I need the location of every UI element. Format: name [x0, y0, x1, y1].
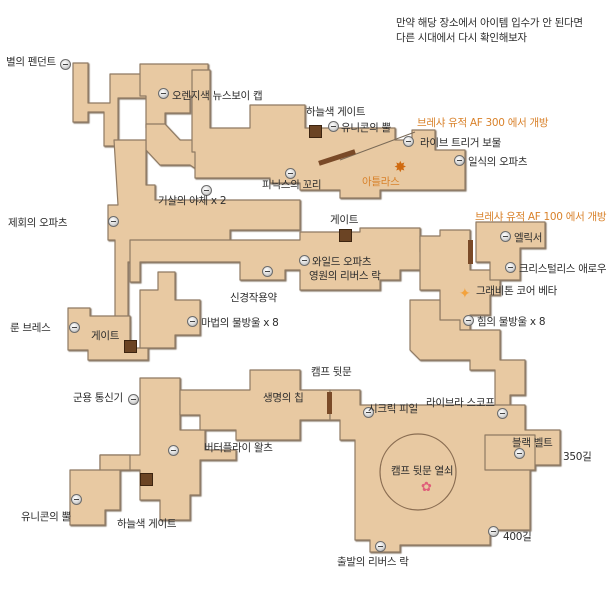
label-yeongwon-ribbon: 영원의 리버스 락 [309, 270, 381, 282]
label-gisal-yache: 기살의 야체 x 2 [158, 195, 227, 207]
label-gate-mid: 게이트 [330, 214, 359, 226]
label-mabeob-bangul: 마법의 물방울 x 8 [201, 317, 279, 329]
barrier-af100 [468, 240, 473, 264]
label-military-comm: 군용 통신기 [73, 392, 123, 404]
label-sky-gate-top: 하늘색 게이트 [306, 106, 366, 118]
label-camp-backdoor: 캠프 뒷문 [311, 366, 352, 378]
label-ellixer: 엘릭서 [514, 232, 543, 244]
chest-ellixer-icon[interactable] [500, 231, 511, 242]
chest-unicorn-bottom-icon[interactable] [71, 494, 82, 505]
label-wild-opal: 와일드 오파츠 [312, 256, 372, 268]
label-rune-bracelet: 룬 브레스 [10, 322, 51, 334]
gate-sky-bottom[interactable] [140, 473, 153, 486]
label-unicorn-top: 유니콘의 뿔 [341, 122, 391, 134]
label-gravitone-beta: 그래비톤 코어 베타 [476, 285, 557, 297]
label-life-chip: 생명의 칩 [263, 392, 304, 404]
label-live-trigger: 라이브 트리거 보물 [420, 137, 501, 149]
label-crystal-aroma: 크리스털리스 애로우 [519, 263, 607, 275]
label-orange-newsboy: 오렌지색 뉴스보이 캡 [172, 90, 263, 102]
label-jehoe-opal: 제회의 오파츠 [8, 217, 68, 229]
chest-wild-opal-icon[interactable] [299, 255, 310, 266]
chest-phoenix-icon[interactable] [285, 168, 296, 179]
chest-chulbal-icon[interactable] [375, 541, 386, 552]
label-sikeurik-pil: 시크릭 피일 [368, 403, 418, 415]
label-gil-400: 400길 [503, 531, 532, 543]
chest-orange-newsboy-icon[interactable] [158, 88, 169, 99]
chest-black-belt-icon[interactable] [514, 448, 525, 459]
label-black-belt: 블랙 벨트 [512, 437, 553, 449]
label-butterfly-waltz: 버터플라이 왈츠 [204, 442, 273, 454]
chest-him-icon[interactable] [463, 315, 474, 326]
atlas-star-icon[interactable]: ✸ [394, 158, 407, 176]
chest-byeol-pendant-icon[interactable] [60, 59, 71, 70]
label-brasha-100: 브레샤 유적 AF 100 에서 개방 [475, 211, 607, 223]
chest-gisal-icon[interactable] [201, 185, 212, 196]
chest-unicorn-top-icon[interactable] [328, 121, 339, 132]
gate-left[interactable] [124, 340, 137, 353]
label-sky-gate-bottom: 하늘색 게이트 [117, 518, 177, 530]
label-unicorn-bottom: 유니콘의 뿔 [21, 511, 71, 523]
label-atlas: 아틀라스 [362, 176, 400, 188]
chest-singyeong-icon[interactable] [262, 266, 273, 277]
label-ilsik-opal: 일식의 오파츠 [468, 156, 528, 168]
chest-sikeurik-icon[interactable] [363, 407, 374, 418]
chest-jehoe-icon[interactable] [108, 216, 119, 227]
note-line-2: 다른 시대에서 다시 확인해보자 [396, 32, 527, 44]
chest-live-trigger-icon[interactable] [403, 136, 414, 147]
chest-military-icon[interactable] [128, 394, 139, 405]
label-gate-left: 게이트 [91, 330, 120, 342]
chest-library-icon[interactable] [497, 408, 508, 419]
gravitone-gem-icon[interactable]: ✦ [459, 286, 471, 302]
chest-400-icon[interactable] [488, 526, 499, 537]
label-brasha-300: 브레샤 유적 AF 300 에서 개방 [417, 117, 549, 129]
gate-mid[interactable] [339, 229, 352, 242]
gate-sky-top[interactable] [309, 125, 322, 138]
label-camp-key: 캠프 뒷문 열쇠 [391, 465, 454, 477]
chest-ilsik-icon[interactable] [454, 155, 465, 166]
camp-key-flower-icon[interactable]: ✿ [421, 480, 432, 495]
label-chulbal-ribbon: 출발의 리버스 락 [337, 556, 409, 568]
chest-crystal-icon[interactable] [505, 262, 516, 273]
label-singyeong-yak: 신경작용약 [230, 292, 277, 304]
chest-mabeob-icon[interactable] [187, 316, 198, 327]
note-line-1: 만약 해당 장소에서 아이템 입수가 안 된다면 [396, 17, 583, 29]
barrier-camp [327, 392, 332, 414]
label-library-scope: 라이브라 스코프 [426, 397, 495, 409]
chest-rune-icon[interactable] [69, 322, 80, 333]
label-byeol-pendant: 별의 펜던트 [6, 56, 56, 68]
label-phoenix-tail: 피닉스의 꼬리 [262, 179, 322, 191]
label-him-bangul: 힘의 물방울 x 8 [477, 316, 546, 328]
label-gil-350: 350길 [563, 451, 592, 463]
chest-butterfly-icon[interactable] [168, 445, 179, 456]
